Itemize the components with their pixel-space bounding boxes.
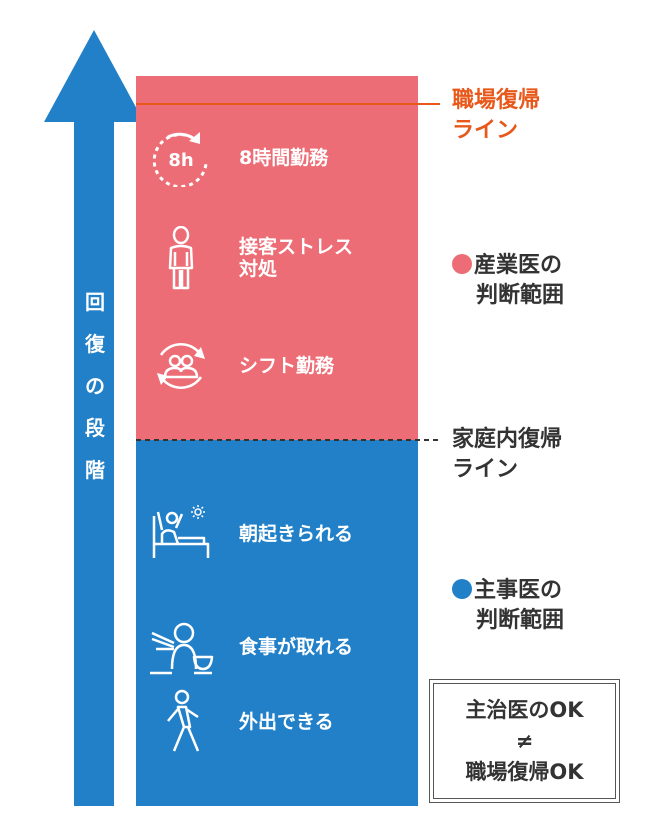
- axis-char: 階: [85, 458, 105, 482]
- doctor-ok-note-box: 主治医のOK ≠ 職場復帰OK: [429, 679, 620, 803]
- axis-char: の: [85, 374, 105, 398]
- axis-char: 段: [85, 416, 105, 440]
- item-label: 対処: [239, 258, 278, 280]
- industrial-zone-dot: [452, 254, 472, 274]
- clock-label: 8h: [168, 150, 193, 171]
- rotating-shift-people-icon: [145, 336, 217, 396]
- item-label: 接客ストレス: [239, 236, 354, 258]
- item-label: 外出できる: [239, 711, 334, 733]
- not-equal-sign: ≠: [515, 728, 534, 753]
- item-wake-up: 朝起きられる: [145, 504, 415, 564]
- industrial-physician-zone: [136, 76, 418, 440]
- item-eat-meals: 食事が取れる: [145, 617, 415, 677]
- recovery-stage-label: 回 復 の 段 階: [80, 292, 110, 480]
- axis-char: 回: [85, 290, 105, 314]
- item-label: シフト勤務: [239, 355, 335, 377]
- person-eating-icon: [145, 617, 217, 677]
- clock-8h-icon: 8h: [145, 128, 217, 188]
- home-return-line-label: 家庭内復帰 ライン: [452, 427, 563, 482]
- workplace-return-line-label: 職場復帰 ライン: [452, 88, 541, 143]
- primary-physician-judgment-label: 主事医の 判断範囲: [452, 576, 564, 636]
- walking-person-icon: [145, 689, 217, 752]
- primary-zone-dot: [452, 579, 472, 599]
- item-customer-stress: 接客ストレス 対処: [145, 226, 415, 290]
- item-shift-work: シフト勤務: [145, 336, 415, 396]
- okbox-line: 主治医のOK: [465, 697, 584, 722]
- item-label: 朝起きられる: [239, 523, 354, 545]
- item-8h-work: 8h 8時間勤務: [145, 128, 415, 188]
- item-go-out: 外出できる: [145, 689, 415, 752]
- industrial-physician-judgment-label: 産業医の 判断範囲: [452, 251, 564, 311]
- item-label: 8時間勤務: [239, 147, 329, 169]
- waking-up-in-bed-icon: [145, 504, 217, 564]
- item-label: 食事が取れる: [239, 636, 354, 658]
- axis-char: 復: [85, 332, 105, 356]
- okbox-line: 職場復帰OK: [465, 759, 584, 784]
- bowing-person-icon: [145, 226, 217, 290]
